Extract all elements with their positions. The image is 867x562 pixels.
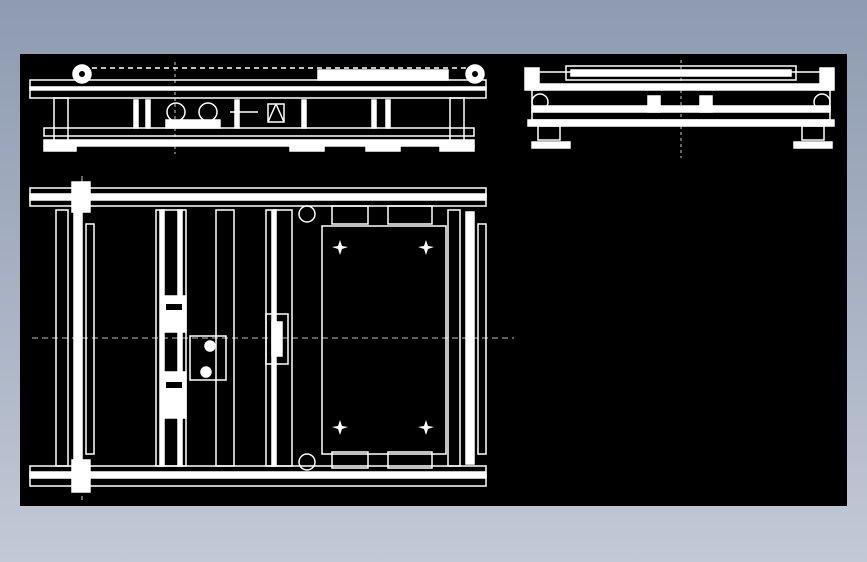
plan-left-guide xyxy=(85,223,95,455)
plan-drive-unit-1 xyxy=(161,295,187,333)
plan-bearing-block-4 xyxy=(387,451,433,469)
plan-bearing-block-2 xyxy=(387,205,433,225)
front-lower-rail xyxy=(43,127,475,137)
front-drive-motor xyxy=(165,119,221,129)
side-elevation-view xyxy=(524,60,835,158)
plan-gearbox xyxy=(189,335,227,381)
plan-coupling xyxy=(265,313,289,365)
front-top-rail-band xyxy=(29,86,487,91)
plan-drive-unit-2 xyxy=(161,371,187,419)
front-leg-2 xyxy=(449,97,465,147)
side-roller-right xyxy=(813,93,831,111)
plan-view xyxy=(29,176,514,500)
plan-idler-top xyxy=(298,205,316,223)
side-leg-right xyxy=(801,125,825,141)
side-end-cap-right xyxy=(819,67,835,91)
side-roller-left xyxy=(531,93,549,111)
side-leg-left xyxy=(537,125,561,141)
plan-idler-bottom xyxy=(298,453,316,471)
plan-bearing-block-1 xyxy=(331,205,369,225)
front-belt-segment xyxy=(317,69,449,81)
plan-right-guide xyxy=(477,223,487,455)
cad-viewport[interactable] xyxy=(20,54,847,506)
side-end-cap-left xyxy=(524,67,540,91)
front-bracket xyxy=(267,103,285,123)
front-elevation-view xyxy=(29,62,487,154)
plan-bearing-block-3 xyxy=(331,451,369,469)
cad-drawing-canvas[interactable] xyxy=(20,54,847,506)
front-drive-pulley-2 xyxy=(198,102,218,122)
plan-carriage-plate xyxy=(321,225,447,455)
front-base-rail xyxy=(43,139,475,147)
front-leg-1 xyxy=(53,97,69,147)
front-drive-pulley-1 xyxy=(166,102,186,122)
